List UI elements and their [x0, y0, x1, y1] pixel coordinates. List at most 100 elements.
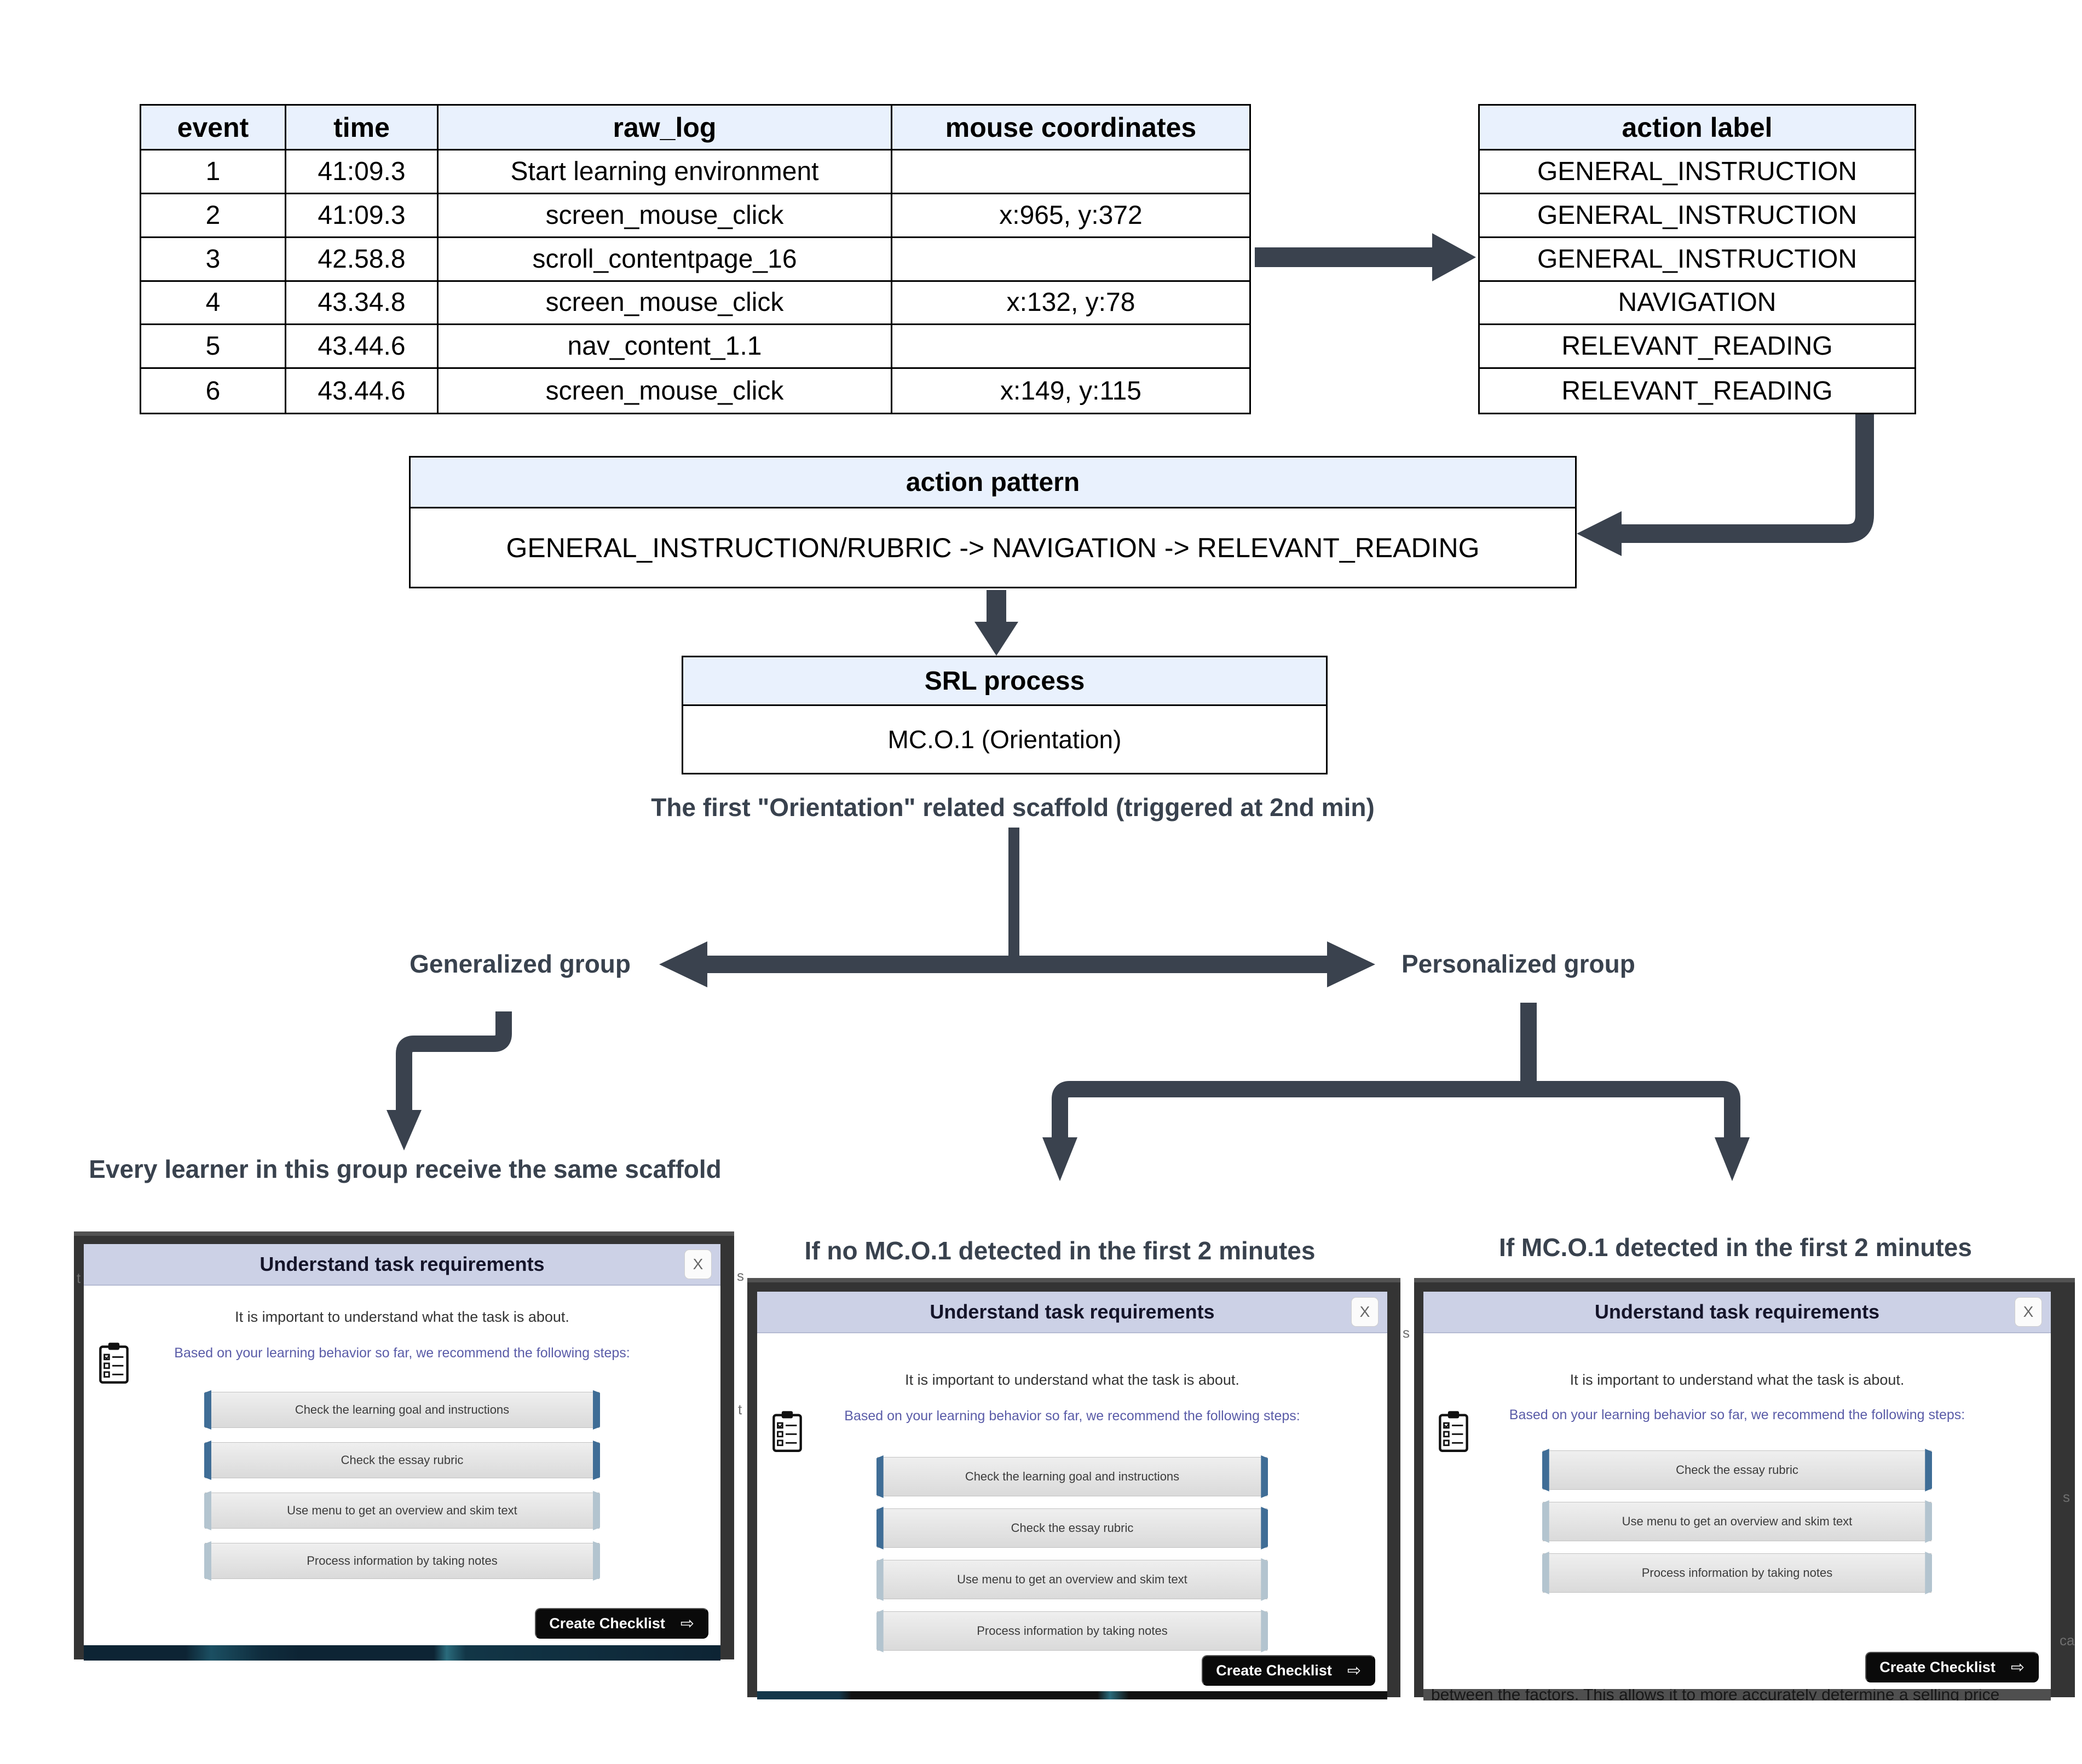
step-list: Check the learning goal and instructions… [876, 1457, 1268, 1651]
arrow-pattern-to-srl [987, 590, 1006, 623]
step-button[interactable]: Process information by taking notes [1542, 1553, 1932, 1593]
log-cell-rawlog: Start learning environment [439, 151, 892, 194]
arrowhead-split-left [659, 941, 707, 987]
arrow-generalized [396, 1011, 512, 1112]
action-pattern-title: action pattern [411, 458, 1575, 508]
log-cell-mouse [892, 325, 1249, 369]
log-cell-event: 6 [141, 369, 286, 413]
scaffold-screenshot-no-mco1: Understand task requirements X It is imp… [747, 1278, 1400, 1699]
step-button[interactable]: Use menu to get an overview and skim tex… [1542, 1502, 1932, 1541]
log-cell-time: 42.58.8 [286, 238, 439, 282]
close-icon[interactable]: X [684, 1250, 712, 1279]
scaffold-dialog: Understand task requirements X It is imp… [757, 1292, 1387, 1691]
arrowhead-pattern-to-srl [974, 622, 1018, 656]
log-cell-event: 5 [141, 325, 286, 369]
scaffold-screenshot-generalized: Understand task requirements X It is imp… [74, 1231, 734, 1661]
action-pattern-box: action pattern GENERAL_INSTRUCTION/RUBRI… [409, 456, 1577, 588]
dialog-titlebar: Understand task requirements X [757, 1292, 1387, 1333]
step-button[interactable]: Check the essay rubric [876, 1508, 1268, 1548]
dialog-recommendation-text: Based on your learning behavior so far, … [174, 1345, 630, 1361]
create-checklist-label: Create Checklist [549, 1615, 665, 1632]
arrow-log-to-label [1255, 247, 1435, 267]
arrowhead-log-to-label [1432, 233, 1476, 281]
action-label-cell: GENERAL_INSTRUCTION [1480, 238, 1914, 282]
dialog-title: Understand task requirements [259, 1253, 545, 1275]
line-personalized-stub [1520, 1003, 1537, 1089]
clipboard-icon [98, 1341, 130, 1388]
action-label-header: action label [1480, 106, 1914, 151]
log-cell-time: 43.44.6 [286, 325, 439, 369]
scaffold-dialog: Understand task requirements X It is imp… [84, 1244, 720, 1645]
background-text-fragment: s [2063, 1489, 2070, 1505]
line-personalized-bar [1052, 1081, 1740, 1140]
close-icon[interactable]: X [1351, 1297, 1379, 1327]
step-button[interactable]: Check the learning goal and instructions [876, 1457, 1268, 1496]
create-checklist-button[interactable]: Create Checklist ⇨ [1865, 1652, 2039, 1682]
log-col-header: raw_log [439, 106, 892, 151]
step-list: Check the learning goal and instructions… [204, 1392, 600, 1579]
action-label-cell: RELEVANT_READING [1480, 325, 1914, 369]
arrow-right-icon: ⇨ [680, 1614, 694, 1633]
arrow-right-icon: ⇨ [1347, 1661, 1361, 1680]
log-cell-time: 43.34.8 [286, 281, 439, 326]
log-cell-event: 4 [141, 281, 286, 326]
log-cell-time: 41:09.3 [286, 151, 439, 194]
arrow-right-icon: ⇨ [2010, 1658, 2025, 1676]
dialog-titlebar: Understand task requirements X [84, 1244, 720, 1286]
log-cell-time: 43.44.6 [286, 369, 439, 413]
log-col-header: event [141, 106, 286, 151]
create-checklist-label: Create Checklist [1879, 1658, 1996, 1675]
personalized-group-label: Personalized group [1402, 950, 1635, 978]
action-label-cell: GENERAL_INSTRUCTION [1480, 151, 1914, 194]
step-button[interactable]: Use menu to get an overview and skim tex… [876, 1560, 1268, 1599]
action-pattern-value: GENERAL_INSTRUCTION/RUBRIC -> NAVIGATION… [506, 532, 1480, 563]
arrowhead-personalized-right [1715, 1137, 1750, 1181]
step-button[interactable]: Check the essay rubric [204, 1442, 600, 1478]
step-button[interactable]: Check the essay rubric [1542, 1450, 1932, 1490]
raw-log-table: event time raw_log mouse coordinates 1 4… [140, 104, 1251, 414]
dialog-body: It is important to understand what the t… [757, 1333, 1387, 1691]
srl-process-value: MC.O.1 (Orientation) [887, 725, 1122, 754]
step-button[interactable]: Process information by taking notes [876, 1611, 1268, 1651]
log-cell-rawlog: screen_mouse_click [439, 369, 892, 413]
log-cell-rawlog: scroll_contentpage_16 [439, 238, 892, 282]
background-text-fragment: s [1403, 1325, 1410, 1341]
close-icon[interactable]: X [2015, 1297, 2042, 1327]
log-cell-rawlog: nav_content_1.1 [439, 325, 892, 369]
srl-process-box: SRL process MC.O.1 (Orientation) [682, 656, 1328, 774]
screenshot-background-strip [84, 1645, 720, 1661]
action-label-cell: RELEVANT_READING [1480, 369, 1914, 413]
generalized-note: Every learner in this group receive the … [89, 1155, 722, 1183]
clipboard-icon [771, 1410, 803, 1456]
log-cell-mouse: x:132, y:78 [892, 281, 1249, 326]
step-button[interactable]: Check the learning goal and instructions [204, 1392, 600, 1428]
dialog-recommendation-text: Based on your learning behavior so far, … [1509, 1407, 1965, 1422]
background-text-fragment: ca [2060, 1632, 2075, 1649]
create-checklist-button[interactable]: Create Checklist ⇨ [535, 1608, 708, 1639]
background-text-fragment: t [738, 1401, 742, 1418]
step-button[interactable]: Use menu to get an overview and skim tex… [204, 1493, 600, 1529]
condition-no-mco1-label: If no MC.O.1 detected in the first 2 min… [804, 1236, 1316, 1265]
line-caption-to-split [1008, 828, 1019, 965]
arrowhead-generalized [387, 1110, 422, 1150]
log-col-header: time [286, 106, 439, 151]
arrowhead-label-to-pattern [1577, 511, 1622, 556]
clipboard-icon [1438, 1410, 1469, 1456]
log-cell-event: 3 [141, 238, 286, 282]
step-button[interactable]: Process information by taking notes [204, 1543, 600, 1579]
log-cell-mouse: x:965, y:372 [892, 194, 1249, 238]
scaffold-caption: The first "Orientation" related scaffold… [651, 793, 1375, 822]
create-checklist-button[interactable]: Create Checklist ⇨ [1202, 1655, 1375, 1686]
arrowhead-personalized-left [1042, 1137, 1077, 1181]
background-page-text: between the factors. This allows it to m… [1431, 1689, 2000, 1701]
background-text-fragment: t [77, 1270, 81, 1286]
scaffold-screenshot-mco1: Understand task requirements X It is imp… [1414, 1278, 2075, 1701]
log-cell-mouse [892, 151, 1249, 194]
dialog-title: Understand task requirements [1594, 1300, 1880, 1323]
condition-mco1-label: If MC.O.1 detected in the first 2 minute… [1499, 1233, 1972, 1262]
screenshot-background-strip: between the factors. This allows it to m… [1423, 1689, 2051, 1701]
dialog-titlebar: Understand task requirements X [1423, 1292, 2051, 1333]
generalized-group-label: Generalized group [410, 950, 631, 978]
